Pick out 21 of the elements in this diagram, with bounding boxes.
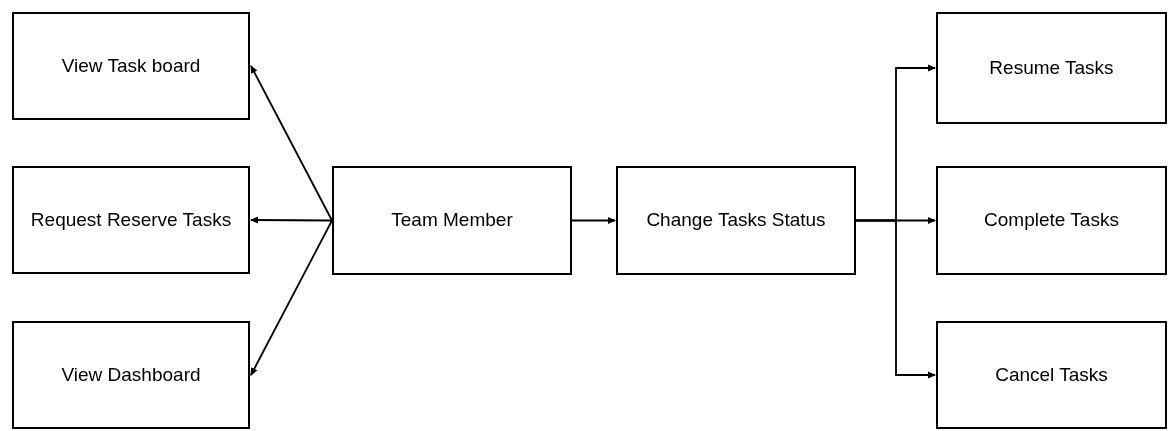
box-label: Cancel Tasks	[995, 362, 1108, 387]
box-label: Complete Tasks	[984, 208, 1119, 233]
box-label: Change Tasks Status	[646, 208, 826, 233]
box-label: View Task board	[61, 53, 201, 78]
arrow	[250, 216, 333, 224]
process-box	[12, 12, 250, 120]
arrow	[250, 219, 333, 376]
process-box	[332, 166, 572, 275]
box-label: Team Member	[391, 208, 513, 233]
arrow	[855, 219, 936, 379]
process-box	[12, 321, 250, 429]
process-box	[936, 321, 1167, 429]
process-box	[12, 166, 250, 274]
arrow	[250, 65, 333, 222]
box-label: Request Reserve Tasks	[30, 207, 232, 232]
process-box	[616, 166, 856, 275]
box-label: Resume Tasks	[989, 55, 1114, 80]
arrow	[571, 217, 616, 224]
process-box	[936, 12, 1167, 124]
box-label: View Dashboard	[61, 362, 201, 387]
process-box	[936, 166, 1167, 275]
